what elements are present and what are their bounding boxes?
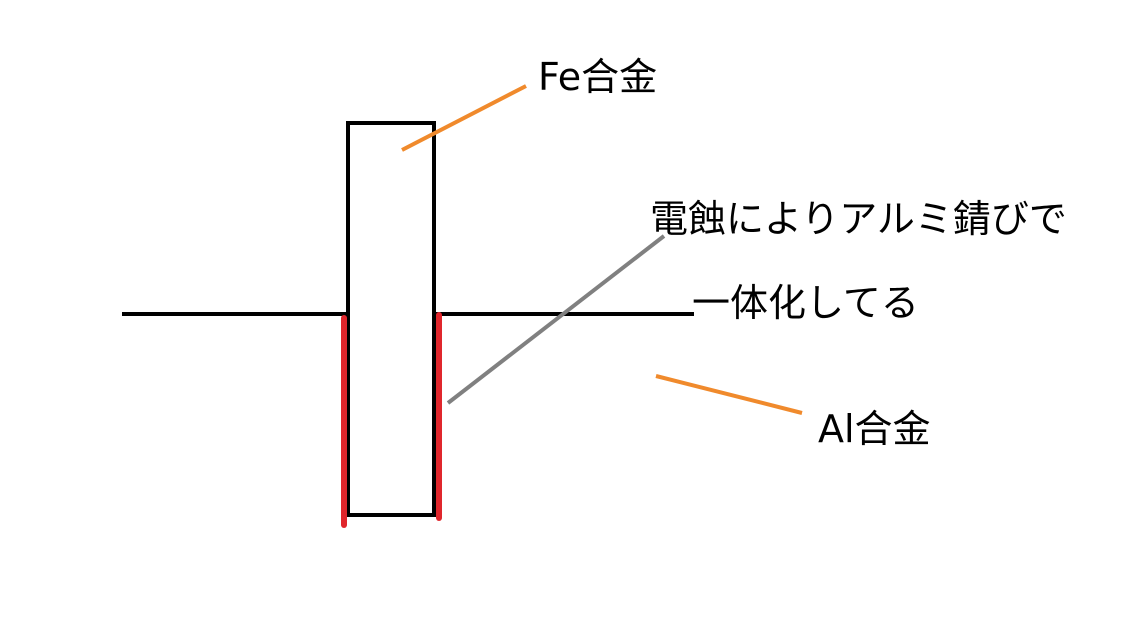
corrosion-leader-line <box>446 234 666 405</box>
fe-leader-line <box>401 84 527 152</box>
fe-pin <box>346 121 436 517</box>
al-leader-line <box>655 374 803 415</box>
fe-alloy-label: Fe合金 <box>538 55 658 99</box>
corrosion-label-line2: 一体化してる <box>692 281 919 325</box>
corrosion-label-line1: 電蝕によりアルミ錆びで <box>650 197 1067 241</box>
al-alloy-label: Al合金 <box>818 407 931 451</box>
